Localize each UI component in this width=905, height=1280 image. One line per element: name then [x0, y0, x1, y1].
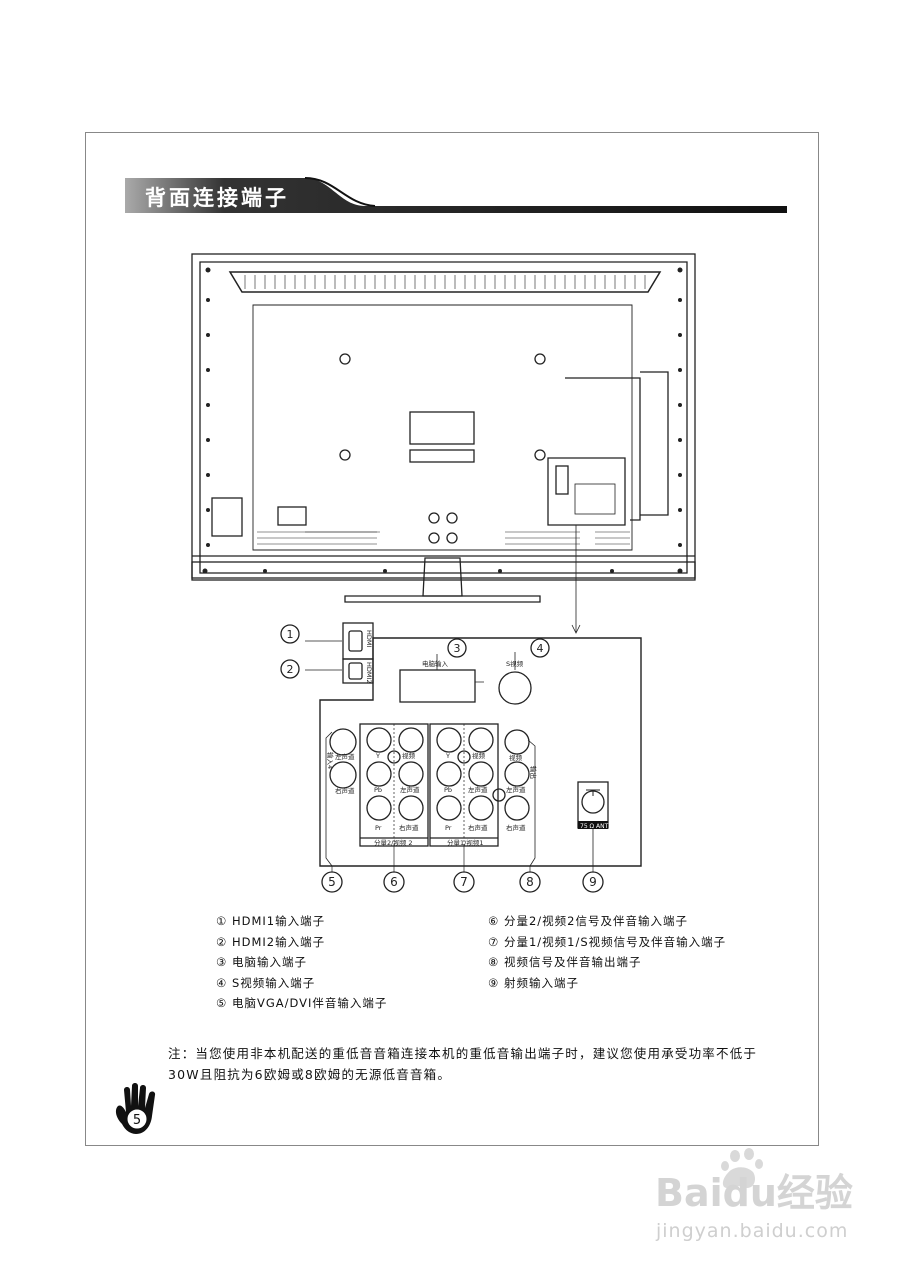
- label-input4: 输入4: [326, 752, 335, 769]
- legend-left: ① HDMI1输入端子 ② HDMI2输入端子 ③ 电脑输入端子 ④ S视频输入…: [216, 911, 387, 1014]
- label-video-g1: 视频: [472, 751, 486, 760]
- label-s-video: S视频: [506, 659, 524, 668]
- label-left-g1: 左声道: [468, 785, 488, 794]
- legend-item-7: ⑦ 分量1/视频1/S视频信号及伴音输入端子: [488, 934, 727, 949]
- label-y-g1: Y: [445, 752, 450, 760]
- tv-back-outer: [191, 253, 696, 581]
- page-frame: [85, 132, 819, 1146]
- callout-5: 5: [328, 875, 336, 889]
- pc-input-port: [399, 669, 476, 703]
- legend-right: ⑥ 分量2/视频2信号及伴音输入端子 ⑦ 分量1/视频1/S视频信号及伴音输入端…: [488, 911, 726, 993]
- label-right-input4: 右声道: [335, 786, 355, 795]
- label-left-g2: 左声道: [400, 785, 420, 794]
- panel-outline: [319, 637, 642, 867]
- callout-2: 2: [287, 663, 294, 676]
- rear-panel-diagram: 1 2 3 4 5 6 7 8 9 HDMI HDMI2 电脑输入 S视频 输入…: [191, 253, 696, 893]
- label-ant: 75 Ω ANT: [580, 823, 609, 830]
- label-group2: 分量2/视频 2: [374, 838, 413, 847]
- s-video-port: [498, 671, 532, 705]
- label-pr-g2: Pr: [375, 824, 382, 832]
- label-video-out: 视频: [509, 753, 523, 762]
- legend-item-3: ③ 电脑输入端子: [216, 955, 307, 969]
- watermark-brand: Baidu经验: [655, 1171, 853, 1215]
- callout-9: 9: [589, 875, 597, 889]
- section-header-band: [125, 177, 787, 213]
- legend-item-5: ⑤ 电脑VGA/DVI伴音输入端子: [216, 996, 388, 1010]
- label-hdmi2: HDMI2: [365, 662, 373, 684]
- callout-6: 6: [390, 875, 398, 889]
- label-right-g1: 右声道: [468, 823, 488, 832]
- page-number: 5: [133, 1113, 141, 1128]
- label-pb-g1: Pb: [444, 786, 452, 794]
- callout-7: 7: [460, 875, 468, 889]
- label-video-g2: 视频: [402, 751, 416, 760]
- label-pc-input: 电脑输入: [422, 659, 449, 668]
- baidu-watermark: Baidu经验: [655, 1148, 853, 1215]
- label-pr-g1: Pr: [445, 824, 452, 832]
- label-y-g2: Y: [375, 752, 380, 760]
- label-hdmi1: HDMI: [365, 630, 373, 648]
- callout-4: 4: [537, 642, 544, 655]
- legend-item-8: ⑧ 视频信号及伴音输出端子: [488, 955, 642, 969]
- note-text: 注：当您使用非本机配送的重低音音箱连接本机的重低音输出端子时，建议您使用承受功率…: [168, 1046, 758, 1082]
- hand-page-number-icon: 5: [115, 1083, 156, 1134]
- label-pb-g2: Pb: [374, 786, 382, 794]
- section-title: 背面连接端子: [145, 186, 289, 210]
- callout-1: 1: [287, 628, 294, 641]
- watermark-url: jingyan.baidu.com: [656, 1220, 849, 1242]
- callout-3: 3: [454, 642, 461, 655]
- legend-item-2: ② HDMI2输入端子: [216, 934, 326, 949]
- legend-item-6: ⑥ 分量2/视频2信号及伴音输入端子: [488, 914, 688, 928]
- label-left-out: 左声道: [506, 785, 526, 794]
- label-output: 输出: [529, 766, 538, 779]
- callout-8: 8: [526, 875, 534, 889]
- label-right-out: 右声道: [506, 823, 526, 832]
- label-right-g2: 右声道: [399, 823, 419, 832]
- legend-item-1: ① HDMI1输入端子: [216, 914, 326, 928]
- legend-item-9: ⑨ 射频输入端子: [488, 975, 579, 990]
- legend-item-4: ④ S视频输入端子: [216, 975, 316, 990]
- label-left-input4: 左声道: [335, 752, 355, 761]
- label-group1: 分量1/视频1: [447, 838, 483, 847]
- hdmi2-port: [342, 658, 374, 684]
